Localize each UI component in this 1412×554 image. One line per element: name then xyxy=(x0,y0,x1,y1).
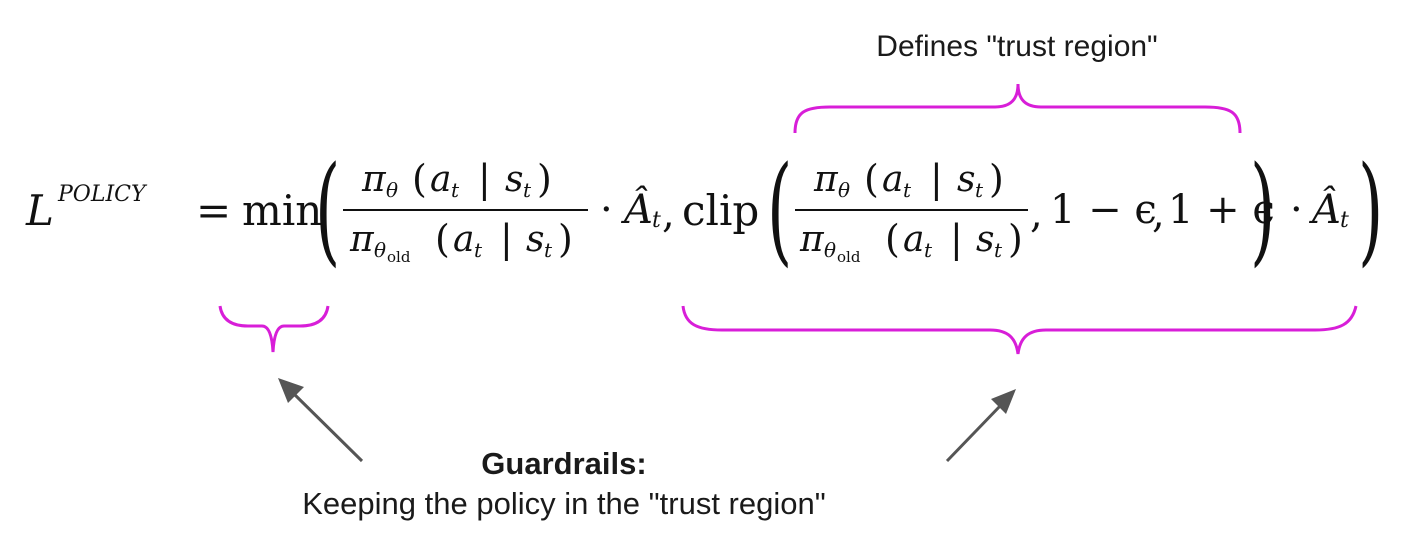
den2-old: old xyxy=(837,248,861,266)
comma-1: , xyxy=(662,191,675,237)
num2-given: | xyxy=(930,157,943,201)
trust-region-label: Defines "trust region" xyxy=(876,30,1158,63)
den1-pi: π xyxy=(350,219,374,260)
den2-close-paren: ) xyxy=(1008,217,1023,261)
advantage-2-t: t xyxy=(1340,208,1349,233)
den2-given: | xyxy=(950,217,963,261)
num1-state: s xyxy=(505,159,524,200)
num1-pi: π xyxy=(362,159,386,200)
comma-3: , xyxy=(1152,191,1165,237)
comma-2: , xyxy=(1030,191,1043,237)
right-arrow-head xyxy=(991,389,1016,414)
num1-action-t: t xyxy=(451,178,460,202)
guardrails-title: Guardrails: xyxy=(481,446,647,481)
advantage-2: Â xyxy=(1312,187,1341,233)
num1-theta: θ xyxy=(386,178,399,202)
guardrails-subtitle: Keeping the policy in the "trust region" xyxy=(302,486,826,521)
num1-given: | xyxy=(478,157,491,201)
num2-action: a xyxy=(882,159,904,200)
num2-action-t: t xyxy=(903,178,912,202)
outer-open-paren: ( xyxy=(315,140,341,278)
num2-state: s xyxy=(957,159,976,200)
num1-state-t: t xyxy=(523,178,532,202)
advantage-1: Â xyxy=(624,187,653,233)
den1-close-paren: ) xyxy=(558,217,573,261)
min-operator: min xyxy=(242,186,323,235)
top-brace xyxy=(793,83,1242,134)
den2-theta: θ xyxy=(824,238,837,262)
num2-close-paren: ) xyxy=(989,157,1004,201)
den2-state: s xyxy=(976,219,995,260)
den1-given: | xyxy=(500,217,513,261)
equals-sign: = xyxy=(196,186,232,235)
den2-action-t: t xyxy=(924,238,933,262)
den1-open-paren: ( xyxy=(435,217,450,261)
den2-state-t: t xyxy=(994,238,1003,262)
den1-state: s xyxy=(526,219,545,260)
num2-theta: θ xyxy=(838,178,851,202)
lhs-superscript: POLICY xyxy=(58,182,146,207)
den1-theta: θ xyxy=(374,238,387,262)
right-arrow-shaft xyxy=(945,402,1004,463)
dot-2: · xyxy=(1290,187,1303,233)
min-brace xyxy=(218,305,330,353)
clip-term-brace xyxy=(681,305,1358,355)
lhs-symbol: L xyxy=(26,186,54,235)
den2-open-paren: ( xyxy=(885,217,900,261)
den1-old: old xyxy=(387,248,411,266)
num1-open-paren: ( xyxy=(412,157,427,201)
den2-action: a xyxy=(903,219,925,260)
left-arrow-head xyxy=(278,378,304,403)
den1-action-t: t xyxy=(474,238,483,262)
one-minus-epsilon: 1 − ϵ xyxy=(1050,187,1157,233)
clip-open-paren: ( xyxy=(767,140,793,278)
den2-pi: π xyxy=(800,219,824,260)
one-plus-epsilon: 1 + ϵ xyxy=(1168,187,1275,233)
num1-close-paren: ) xyxy=(537,157,552,201)
num2-pi: π xyxy=(814,159,838,200)
dot-1: · xyxy=(600,187,613,233)
num2-open-paren: ( xyxy=(864,157,879,201)
num2-state-t: t xyxy=(975,178,984,202)
advantage-1-t: t xyxy=(652,208,661,233)
clip-close-paren: ) xyxy=(1250,140,1276,278)
den1-state-t: t xyxy=(544,238,553,262)
clip-operator: clip xyxy=(682,186,760,235)
num1-action: a xyxy=(430,159,452,200)
den1-action: a xyxy=(453,219,475,260)
left-arrow-shaft xyxy=(290,390,364,463)
outer-close-paren: ) xyxy=(1358,140,1384,278)
